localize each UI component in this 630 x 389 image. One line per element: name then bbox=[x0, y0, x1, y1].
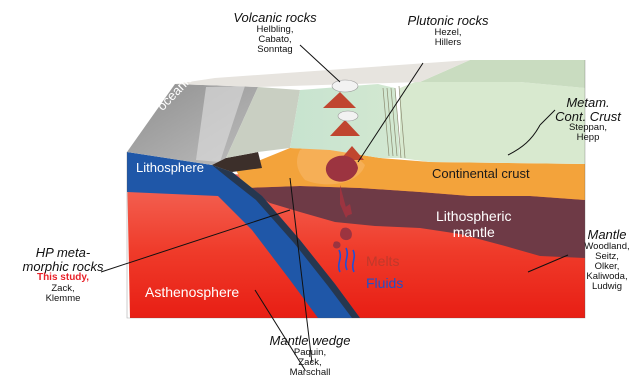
asthenosphere-label: Asthenosphere bbox=[145, 284, 239, 300]
volcanic-rocks-label: Volcanic rocks Helbling, Cabato, Sonntag bbox=[225, 11, 325, 55]
hp-metamorphic-rocks-label: HP meta- morphic rocks This study, Zack,… bbox=[18, 246, 108, 304]
metam-cont-crust-label: Metam. Cont. Crust Steppan, Hepp bbox=[548, 96, 628, 143]
mantle-wedge-label: Mantle wedge Paquin, Zack, Marschall bbox=[260, 334, 360, 378]
continental-crust-label: Continental crust bbox=[432, 166, 530, 181]
plutonic-rocks-label: Plutonic rocks Hezel, Hillers bbox=[398, 14, 498, 48]
melts-label: Melts bbox=[366, 253, 399, 269]
lithosphere-label: Lithosphere bbox=[136, 160, 204, 175]
fluids-label: Fluids bbox=[366, 275, 403, 291]
lithospheric-mantle-label: Lithosphericmantle bbox=[436, 208, 512, 240]
mantle-label: Mantle Woodland, Seitz, Olker, Kaliwoda,… bbox=[584, 228, 630, 291]
